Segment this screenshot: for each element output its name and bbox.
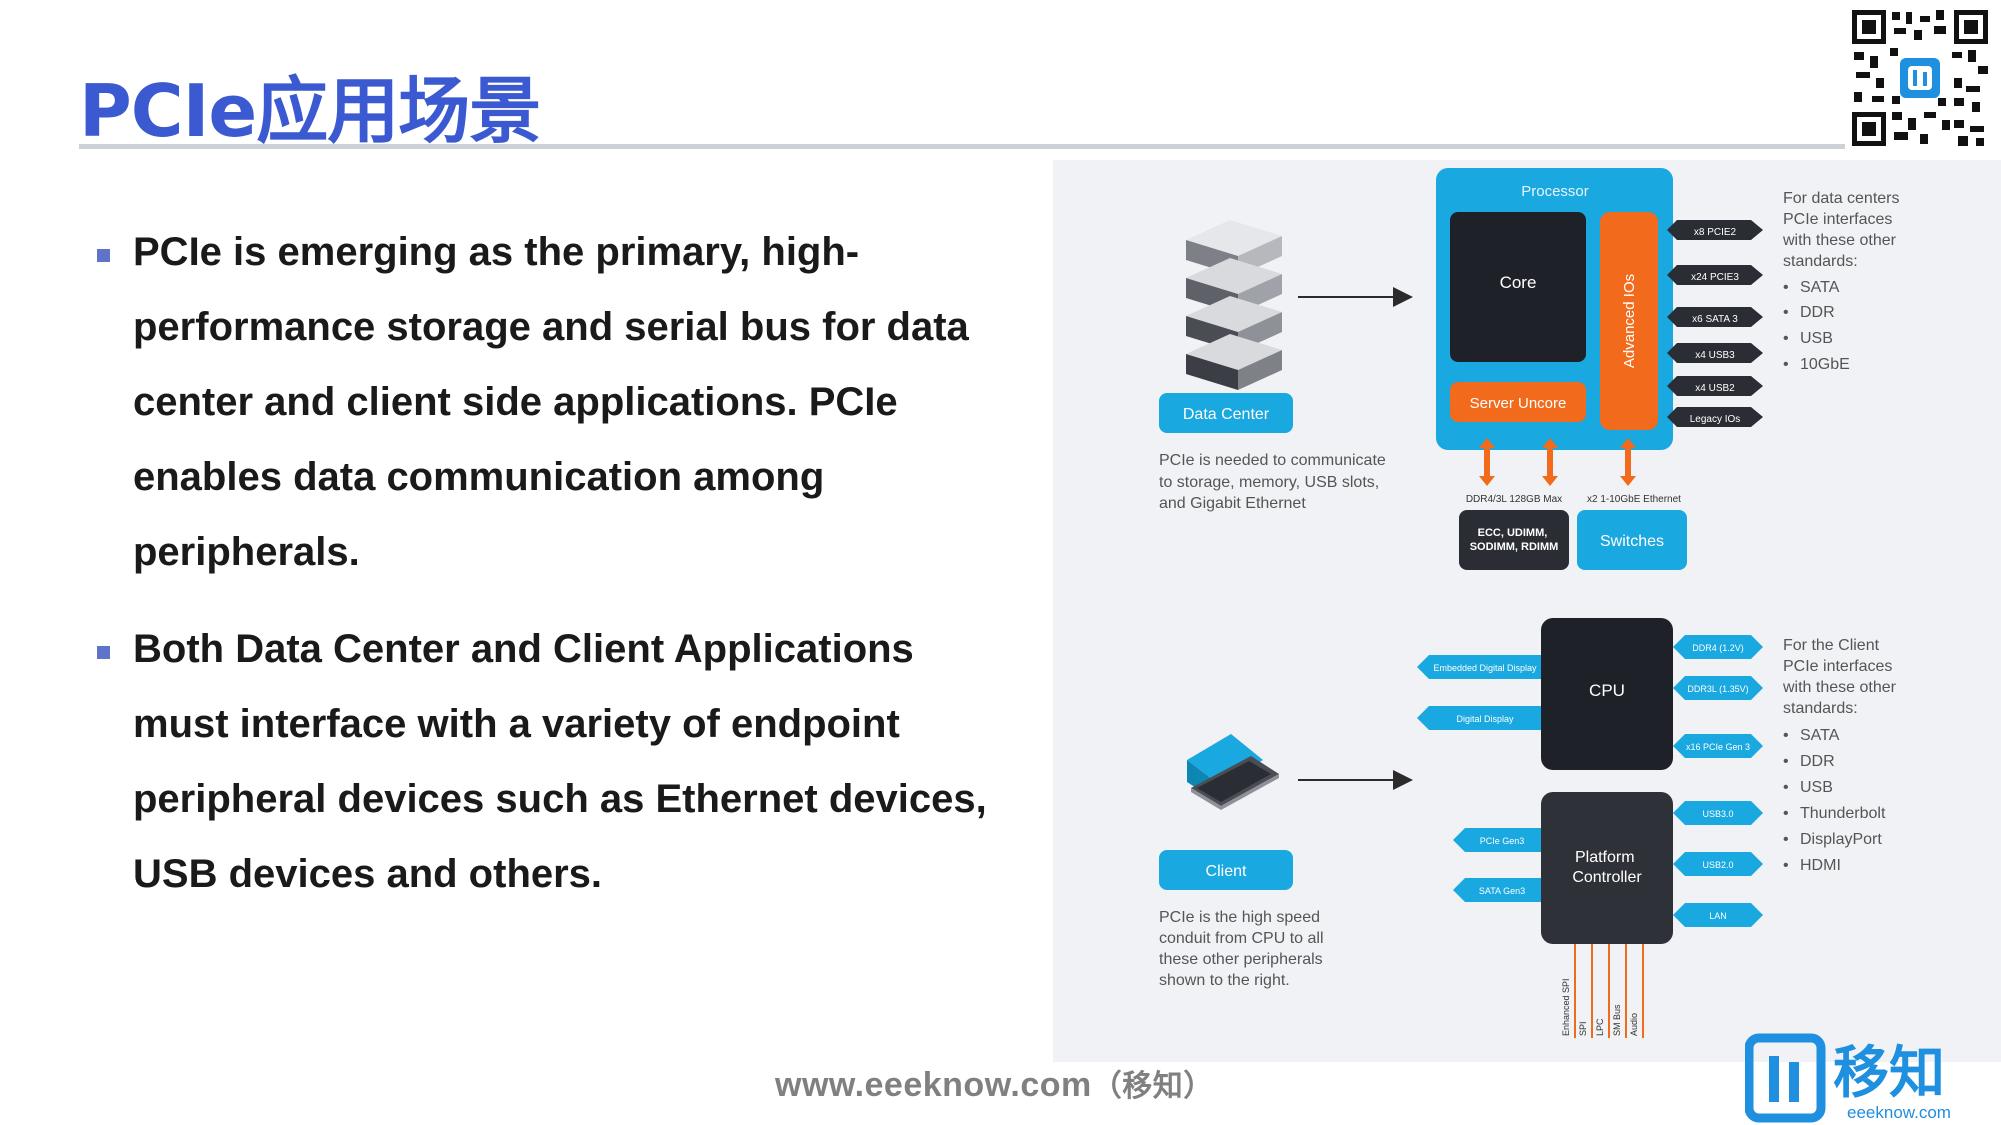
server-stack-icon (1186, 220, 1282, 390)
ethernet-label: x2 1-10GbE Ethernet (1587, 494, 1681, 505)
port-label: SATA Gen3 (1479, 886, 1525, 896)
client-badge-label: Client (1206, 863, 1247, 880)
server-uncore-block (1450, 382, 1586, 422)
footer-url-text: www.eeeknow.com (775, 1066, 1092, 1104)
bullet-item: Both Data Center and Client Applications… (95, 612, 995, 912)
processor-block: Processor Core Advanced IOs Server Uncor… (1436, 168, 1673, 450)
cpu-chip: CPU (1541, 618, 1673, 770)
pch-bottom-bus (1574, 944, 1644, 1038)
advanced-ios-label: Advanced IOs (1621, 274, 1638, 368)
switches-box: Switches (1577, 510, 1687, 570)
port-label: x4 USB3 (1695, 350, 1735, 361)
port-label: x8 PCIE2 (1694, 227, 1737, 238)
port-label: Legacy IOs (1690, 414, 1741, 425)
bullet-text: PCIe is emerging as the primary, high-pe… (133, 230, 969, 574)
pch-left-port-list: PCIe Gen3 SATA Gen3 (1453, 828, 1541, 902)
port-arrow: x24 PCIE3 (1667, 265, 1763, 285)
svg-text:ECC, UDIMM, SODIMM, RDIM: ECC, UDIMM, SODIMM, RDIMM (1470, 527, 1559, 553)
port-arrow: USB3.0 (1673, 801, 1763, 825)
svg-text:For the Client PCIe inte: For the Client PCIe interfaces with thes… (1782, 637, 1900, 717)
port-arrow: Embedded Digital Display (1417, 655, 1541, 679)
port-label: Embedded Digital Display (1433, 663, 1537, 673)
port-arrow: x16 PCIe Gen 3 (1673, 734, 1763, 758)
footer-url: www.eeeknow.com（移知） (775, 1061, 1214, 1105)
port-label: Digital Display (1456, 714, 1514, 724)
port-arrow: x4 USB3 (1667, 343, 1763, 363)
pch-right-port-list: USB3.0 USB2.0 LAN (1673, 801, 1763, 927)
port-label: x16 PCIe Gen 3 (1686, 742, 1750, 752)
port-arrow: DDR4 (1.2V) (1673, 635, 1763, 659)
ddr-label: DDR4/3L 128GB Max (1466, 494, 1562, 505)
processor-label: Processor (1521, 183, 1589, 200)
port-label: USB2.0 (1702, 860, 1733, 870)
core-block (1450, 212, 1586, 362)
bullet-text: Both Data Center and Client Applications… (133, 627, 987, 896)
advanced-ios-block (1600, 212, 1658, 430)
laptop-icon (1187, 734, 1279, 810)
switches-label: Switches (1600, 533, 1664, 550)
port-label: PCIe Gen3 (1480, 836, 1525, 846)
server-uncore-label: Server Uncore (1470, 395, 1567, 412)
platform-controller-label: Platform Controller (1572, 849, 1642, 886)
port-label: DDR4 (1.2V) (1692, 643, 1744, 653)
processor-port-list: x8 PCIE2 x24 PCIE3 x6 SATA 3 x4 USB3 x4 … (1667, 220, 1763, 427)
port-arrow: x6 SATA 3 (1667, 307, 1763, 327)
port-arrow: x8 PCIE2 (1667, 220, 1763, 240)
data-center-badge: Data Center (1159, 393, 1293, 433)
client-badge: Client (1159, 850, 1293, 890)
logo-text: 移知 (1833, 1041, 1945, 1104)
cpu-left-port-list: Embedded Digital Display Digital Display (1417, 655, 1541, 730)
port-arrow: x4 USB2 (1667, 376, 1763, 396)
data-center-caption: PCIe is needed to communicate to storage… (1159, 452, 1390, 512)
data-center-note: For data centers PCIe interfaces with th… (1782, 190, 1904, 373)
port-arrow: LAN (1673, 903, 1763, 927)
slide-title: PCIe应用场景 (79, 69, 541, 153)
pcie-diagram: Data Center PCIe is needed to communicat… (1159, 168, 1904, 1038)
data-center-badge-label: Data Center (1183, 406, 1270, 423)
title-divider (79, 144, 1845, 149)
svg-text:SM Bus: SM Bus (1612, 1004, 1622, 1036)
bullet-item: PCIe is emerging as the primary, high-pe… (95, 215, 995, 590)
svg-text:Enhanced SPI: Enhanced SPI (1561, 978, 1571, 1036)
port-label: DDR3L (1.35V) (1687, 684, 1748, 694)
port-label: USB3.0 (1702, 809, 1733, 819)
client-caption: PCIe is the high speed conduit from CPU … (1159, 909, 1328, 989)
svg-text:LPC: LPC (1595, 1018, 1605, 1036)
memory-box: ECC, UDIMM, SODIMM, RDIMM (1459, 510, 1569, 570)
svg-text:SPI: SPI (1578, 1021, 1588, 1036)
bullet-list: PCIe is emerging as the primary, high-pe… (95, 215, 995, 934)
svg-text:Audio: Audio (1629, 1013, 1639, 1036)
footer-brand-text: （移知） (1091, 1069, 1214, 1104)
eeeknow-logo-icon (1745, 1033, 1826, 1123)
logo-subtext: eeeknow.com (1847, 1103, 1951, 1122)
cpu-label: CPU (1589, 681, 1625, 700)
port-label: LAN (1709, 911, 1727, 921)
port-label: x4 USB2 (1695, 383, 1735, 394)
qr-code-icon (1850, 8, 1990, 148)
svg-text:•SATA •DDR •USB: •SATA •DDR •USB •10GbE (1783, 279, 1850, 373)
port-arrow: SATA Gen3 (1453, 878, 1541, 902)
pch-bottom-labels: Enhanced SPI SPI LPC SM Bus Audio (1561, 978, 1639, 1036)
port-arrow: Legacy IOs (1667, 407, 1763, 427)
eeeknow-logo: 移知 eeeknow.com (1745, 1033, 1951, 1123)
port-label: x6 SATA 3 (1692, 314, 1738, 325)
svg-text:•SATA •DDR •USB: •SATA •DDR •USB •Thunderbolt •DisplayPor… (1783, 727, 1890, 874)
port-arrow: Digital Display (1417, 706, 1541, 730)
platform-controller-chip: Platform Controller (1541, 792, 1673, 944)
bullet-marker (97, 249, 110, 262)
bullet-marker (97, 646, 110, 659)
port-arrow: PCIe Gen3 (1453, 828, 1541, 852)
core-label: Core (1500, 273, 1537, 292)
client-note: For the Client PCIe interfaces with thes… (1782, 637, 1900, 874)
processor-down-arrows (1479, 438, 1636, 486)
port-arrow: DDR3L (1.35V) (1673, 676, 1763, 700)
cpu-right-port-list: DDR4 (1.2V) DDR3L (1.35V) x16 PCIe Gen 3 (1673, 635, 1763, 758)
svg-text:For data centers PCIe in: For data centers PCIe interfaces with th… (1782, 190, 1904, 270)
port-arrow: USB2.0 (1673, 852, 1763, 876)
port-label: x24 PCIE3 (1691, 272, 1739, 283)
